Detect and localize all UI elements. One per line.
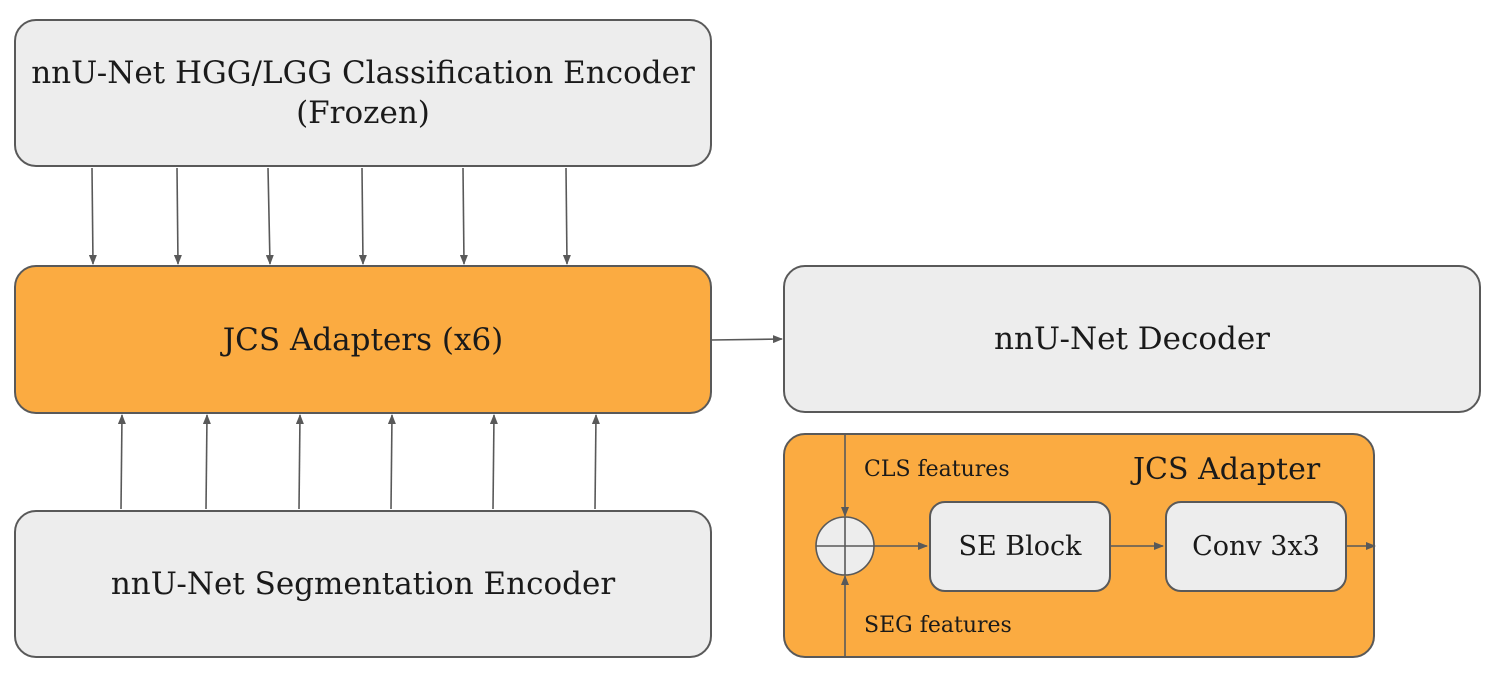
seg-to-adapter-arrow [295, 414, 304, 510]
classification-encoder-box: nnU-Net HGG/LGG Classification Encoder (… [14, 19, 712, 167]
seg-to-adapter-arrow [202, 414, 211, 510]
classification-encoder-label: nnU-Net HGG/LGG Classification Encoder (… [31, 53, 695, 133]
jcs-adapters-label: JCS Adapters (x6) [222, 321, 504, 358]
seg-to-adapter-arrow [117, 414, 126, 510]
jcs-adapter-title: JCS Adapter [1133, 452, 1321, 487]
decoder-label: nnU-Net Decoder [993, 321, 1270, 357]
classification-encoder-line1: nnU-Net HGG/LGG Classification Encoder [31, 55, 695, 91]
cls-features-label: CLS features [864, 457, 1010, 482]
classification-encoder-line2: (Frozen) [296, 95, 430, 131]
se-block-box: SE Block [929, 501, 1111, 592]
se-block-label: SE Block [958, 531, 1082, 562]
cls-to-adapter-arrow [265, 167, 274, 265]
segmentation-encoder-label: nnU-Net Segmentation Encoder [110, 566, 616, 602]
cls-to-adapter-arrow [173, 167, 182, 265]
jcs-adapters-box: JCS Adapters (x6) [14, 265, 712, 414]
cls-to-adapter-arrow [459, 167, 468, 265]
seg-to-adapter-arrow [591, 414, 600, 510]
seg-features-label: SEG features [864, 613, 1012, 638]
cls-to-adapter-arrow [562, 167, 571, 265]
sum-node-icon [815, 516, 875, 576]
cls-to-adapter-arrow [88, 167, 97, 265]
conv-box: Conv 3x3 [1165, 501, 1347, 592]
seg-to-adapter-arrow [387, 414, 396, 510]
cls-to-adapter-arrow [358, 167, 367, 265]
conv-label: Conv 3x3 [1192, 531, 1320, 562]
seg-to-adapter-arrow [489, 414, 498, 510]
segmentation-encoder-box: nnU-Net Segmentation Encoder [14, 510, 712, 658]
decoder-box: nnU-Net Decoder [783, 265, 1481, 413]
adapter-to-decoder-arrow [710, 335, 783, 344]
